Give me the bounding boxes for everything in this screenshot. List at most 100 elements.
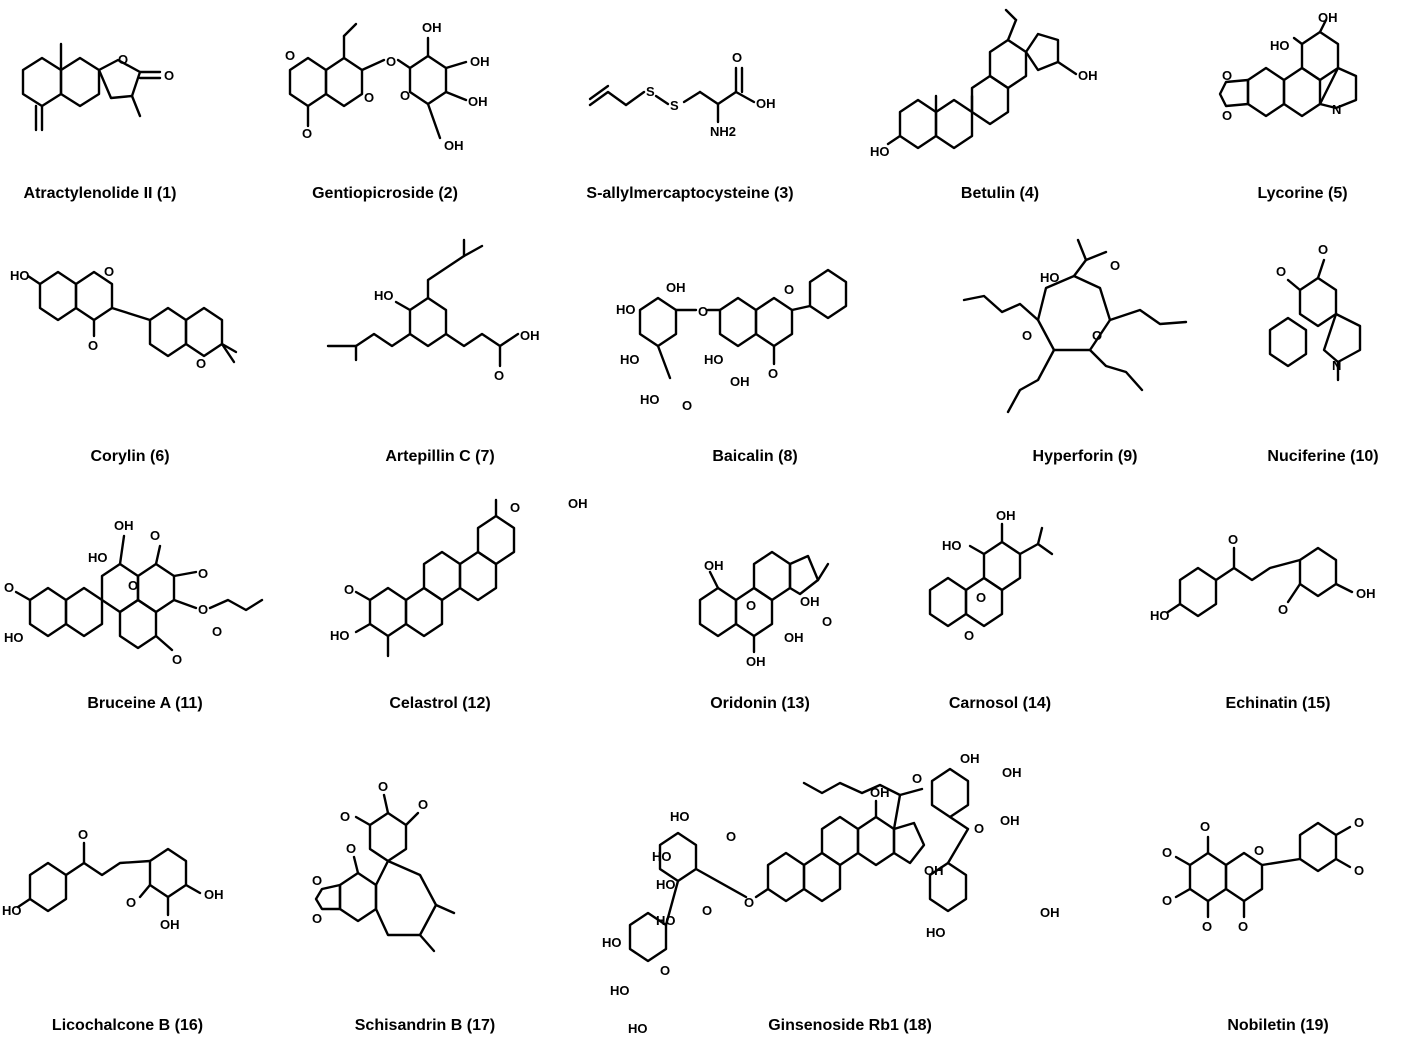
- atom-label: OH: [784, 630, 804, 645]
- structure-15: O HO O OH: [1150, 532, 1376, 623]
- atom-label: O: [172, 652, 182, 667]
- atom-label: O: [1022, 328, 1032, 343]
- atom-label: HO: [374, 288, 394, 303]
- atom-label: OH: [704, 558, 724, 573]
- compound-name: Nobiletin (19): [1227, 1017, 1329, 1034]
- atom-label: O: [964, 628, 974, 643]
- atom-label: OH: [114, 518, 134, 533]
- compound-11: OH HO O O O HO O O O O Bruceine A (11): [0, 490, 290, 720]
- atom-label: OH: [1318, 10, 1338, 25]
- compound-name: Nuciferine (10): [1267, 448, 1379, 465]
- atom-label: HO: [870, 144, 890, 159]
- compound-name: Corylin (6): [90, 448, 170, 465]
- atom-label: OH: [666, 280, 686, 295]
- atom-label: O: [312, 873, 322, 888]
- atom-label: HO: [1270, 38, 1290, 53]
- atom-label: OH: [960, 751, 980, 766]
- compound-name: Lycorine (5): [1257, 185, 1348, 202]
- structure-4: OH HO: [870, 8, 1098, 159]
- atom-label: N: [1332, 102, 1341, 117]
- atom-label: O: [1354, 815, 1364, 830]
- compound-8: OH HO HO O O HO OH O HO O Baicalin (8): [600, 240, 910, 470]
- atom-label: O: [196, 356, 206, 371]
- structure-7: HO OH O: [326, 238, 540, 383]
- structure-13: OH O OH O OH OH: [698, 550, 832, 669]
- atom-label: O: [768, 366, 778, 381]
- compound-1: O O Atractylenolide II (1): [0, 10, 200, 205]
- structure-5: OH HO O O N: [1218, 10, 1358, 123]
- atom-label: OH: [996, 508, 1016, 523]
- atom-label: HO: [942, 538, 962, 553]
- atom-label: OH: [1002, 765, 1022, 780]
- compound-17: O O O O O O Schisandrin B (17): [300, 765, 550, 1042]
- compound-13: OH O OH O OH OH Oridonin (13): [650, 490, 870, 720]
- atom-label: O: [1354, 863, 1364, 878]
- atom-label: OH: [800, 594, 820, 609]
- compound-15: O HO O OH Echinatin (15): [1150, 490, 1406, 720]
- atom-label: O: [302, 126, 312, 141]
- atom-label: HO: [656, 913, 676, 928]
- atom-label: O: [4, 580, 14, 595]
- structure-19: O O O O O O O O: [1162, 815, 1364, 934]
- atom-label: HO: [610, 983, 630, 998]
- atom-label: O: [418, 797, 428, 812]
- atom-label: O: [118, 52, 128, 67]
- compound-name: Schisandrin B (17): [354, 1017, 496, 1034]
- atom-label: HO: [616, 302, 636, 317]
- compound-name: Atractylenolide II (1): [23, 185, 177, 202]
- atom-label: O: [164, 68, 174, 83]
- atom-label: O: [198, 566, 208, 581]
- atom-label: O: [78, 827, 88, 842]
- structure-2: O O O OH OH OH OH O O: [285, 20, 490, 153]
- atom-label: OH: [924, 863, 944, 878]
- atom-label: O: [104, 264, 114, 279]
- atom-label: O: [1238, 919, 1248, 934]
- structure-8: OH HO HO O O HO OH O HO O: [616, 268, 848, 413]
- compound-14: OH HO O O Carnosol (14): [900, 490, 1100, 720]
- structure-3: S S NH2 O OH: [588, 50, 776, 139]
- compound-5: OH HO O O N Lycorine (5): [1200, 10, 1405, 205]
- atom-label: HO: [670, 809, 690, 824]
- atom-label: O: [682, 398, 692, 413]
- structure-10: O O N: [1268, 242, 1362, 382]
- compound-name: Celastrol (12): [389, 695, 491, 712]
- structure-6: HO O O O: [10, 264, 238, 371]
- atom-label: OH: [870, 785, 890, 800]
- atom-label: O: [312, 911, 322, 926]
- compound-name: Echinatin (15): [1225, 695, 1331, 712]
- atom-label: HO: [1150, 608, 1170, 623]
- atom-label: O: [1276, 264, 1286, 279]
- structure-12: OH O O HO: [330, 496, 588, 658]
- atom-label: HO: [330, 628, 350, 643]
- atom-label: O: [726, 829, 736, 844]
- compound-9: HO O O O Hyperforin (9): [950, 238, 1220, 470]
- atom-label: OH: [422, 20, 442, 35]
- atom-label: HO: [656, 877, 676, 892]
- atom-label: OH: [468, 94, 488, 109]
- structure-9: HO O O O: [962, 238, 1188, 414]
- structure-1: O O: [21, 42, 174, 132]
- atom-label: O: [1092, 328, 1102, 343]
- atom-label: O: [344, 582, 354, 597]
- atom-label: O: [212, 624, 222, 639]
- compound-name: Bruceine A (11): [87, 695, 203, 712]
- atom-label: O: [494, 368, 504, 383]
- structure-16: O HO O OH OH: [2, 827, 224, 932]
- atom-label: O: [1254, 843, 1264, 858]
- compound-7: HO OH O Artepillin C (7): [310, 238, 570, 470]
- atom-label: O: [510, 500, 520, 515]
- atom-label: O: [1222, 108, 1232, 123]
- atom-label: O: [784, 282, 794, 297]
- compound-name: Carnosol (14): [948, 695, 1052, 712]
- atom-label: O: [702, 903, 712, 918]
- atom-label: O: [1162, 845, 1172, 860]
- structure-11: OH HO O O O HO O O O O: [4, 518, 264, 667]
- atom-label: O: [732, 50, 742, 65]
- atom-label: HO: [628, 1021, 648, 1036]
- atom-label: OH: [1040, 905, 1060, 920]
- atom-label: OH: [1078, 68, 1098, 83]
- atom-label: HO: [1040, 270, 1060, 285]
- compound-10: O O N Nuciferine (10): [1240, 240, 1406, 470]
- compound-name: Baicalin (8): [712, 448, 798, 465]
- atom-label: O: [198, 602, 208, 617]
